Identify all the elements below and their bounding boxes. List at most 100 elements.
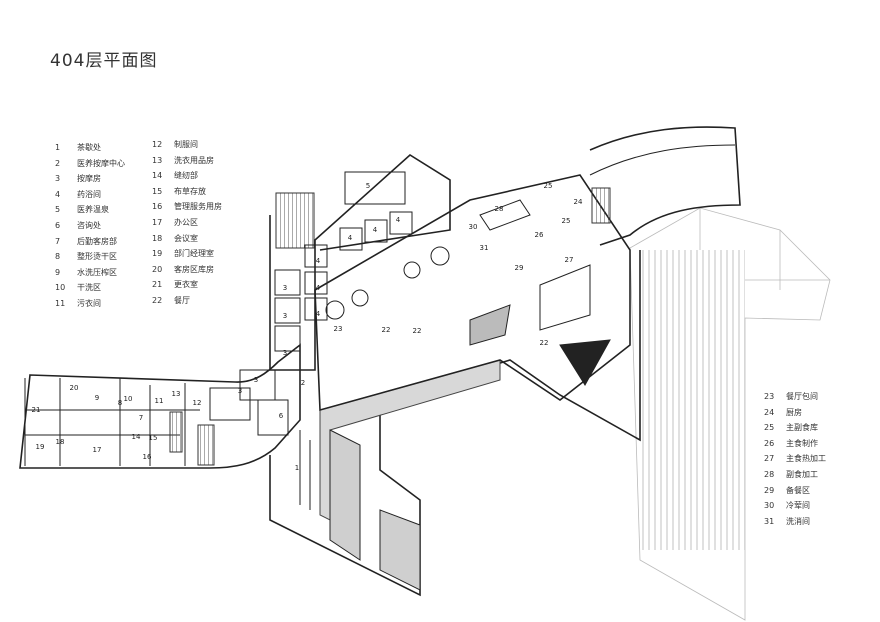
legend-label: 洗消间 xyxy=(786,516,810,526)
legend-label: 主食制作 xyxy=(786,438,818,448)
legend-label: 水洗压榨区 xyxy=(77,267,117,277)
legend-label: 办公区 xyxy=(174,217,198,227)
room-label: 29 xyxy=(515,264,524,272)
legend-item: 30 冷荤间 xyxy=(764,498,826,514)
legend-label: 冷荤间 xyxy=(786,501,810,511)
room-label: 15 xyxy=(149,434,158,442)
legend-number: 5 xyxy=(55,205,61,215)
legend-label: 管理服务用房 xyxy=(174,202,222,212)
legend-number: 20 xyxy=(152,264,163,274)
legend-label: 后勤客房部 xyxy=(77,236,117,246)
legend-label: 副食加工 xyxy=(786,469,818,479)
legend-number: 12 xyxy=(152,140,163,149)
legend-label: 洗衣用品房 xyxy=(174,155,214,165)
room-label: 4 xyxy=(316,310,321,318)
legend-label: 餐厅 xyxy=(174,295,190,305)
legend-number: 13 xyxy=(152,155,163,165)
legend-label: 缝纫部 xyxy=(174,171,198,181)
room-label: 1 xyxy=(295,464,299,472)
room-label: 4 xyxy=(348,234,353,242)
legend-label: 厨房 xyxy=(786,407,802,417)
room-label: 9 xyxy=(95,394,99,402)
room-label: 28 xyxy=(495,205,504,213)
legend-item: 26 主食制作 xyxy=(764,436,826,452)
east-wing xyxy=(589,126,741,246)
legend-number: 1 xyxy=(55,143,61,152)
room-label: 13 xyxy=(172,390,181,398)
legend-number: 10 xyxy=(55,283,66,293)
legend-label: 更衣室 xyxy=(174,280,198,290)
room-label: 25 xyxy=(544,182,553,190)
room-label: 10 xyxy=(124,395,133,403)
legend-number: 16 xyxy=(152,202,163,212)
room-label: 18 xyxy=(56,438,65,446)
legend-number: 9 xyxy=(55,267,61,277)
legend-item: 21 更衣室 xyxy=(152,277,222,293)
legend-number: 23 xyxy=(764,392,775,401)
room-label: 6 xyxy=(279,412,284,420)
room-label: 3 xyxy=(254,376,258,384)
adjacent-building xyxy=(629,207,831,621)
legend-number: 30 xyxy=(764,501,775,511)
room-label: 4 xyxy=(316,257,321,265)
room-label: 27 xyxy=(565,256,574,264)
legend-number: 25 xyxy=(764,423,775,433)
legend-number: 21 xyxy=(152,280,163,290)
room-label: 22 xyxy=(382,326,391,334)
room-label: 3 xyxy=(283,284,287,292)
room-label: 4 xyxy=(316,284,321,292)
legend-number: 27 xyxy=(764,454,775,464)
room-label: 4 xyxy=(396,216,401,224)
legend-number: 8 xyxy=(55,252,61,262)
legend-number: 26 xyxy=(764,438,775,448)
legend-number: 29 xyxy=(764,485,775,495)
room-label: 22 xyxy=(540,339,549,347)
room-label: 5 xyxy=(366,182,370,190)
legend-label: 餐厅包间 xyxy=(786,392,818,401)
legend-label: 咨询处 xyxy=(77,220,101,230)
legend-item: 31 洗消间 xyxy=(764,514,826,530)
legend-label: 会议室 xyxy=(174,233,198,243)
room-label: 3 xyxy=(283,349,287,357)
room-label: 2 xyxy=(301,379,305,387)
legend-number: 2 xyxy=(55,158,61,168)
legend-item: 9 水洗压榨区 xyxy=(55,265,125,281)
legend-label: 医养按摩中心 xyxy=(77,158,125,168)
room-label: 12 xyxy=(193,399,202,407)
room-label: 3 xyxy=(283,312,287,320)
room-label: 23 xyxy=(334,325,343,333)
legend-label: 制服间 xyxy=(174,140,198,149)
legend-item: 15 布草存放 xyxy=(152,184,222,200)
legend-item: 23 餐厅包间 xyxy=(764,389,826,405)
legend-number: 31 xyxy=(764,516,775,526)
legend-number: 19 xyxy=(152,249,163,259)
room-label: 14 xyxy=(132,433,141,441)
legend-number: 15 xyxy=(152,186,163,196)
legend-number: 6 xyxy=(55,220,61,230)
room-label: 30 xyxy=(469,223,478,231)
room-label: 25 xyxy=(562,217,571,225)
legend-label: 布草存放 xyxy=(174,186,206,196)
legend-label: 主食热加工 xyxy=(786,454,826,464)
room-label: 24 xyxy=(574,198,583,206)
room-label: 20 xyxy=(70,384,79,392)
room-label: 22 xyxy=(413,327,422,335)
legend-number: 7 xyxy=(55,236,61,246)
restaurant-block xyxy=(314,174,631,412)
room-label: 8 xyxy=(118,399,122,407)
legend-number: 18 xyxy=(152,233,163,243)
central-atrium xyxy=(269,250,641,597)
legend-item: 16 管理服务用房 xyxy=(152,199,222,215)
